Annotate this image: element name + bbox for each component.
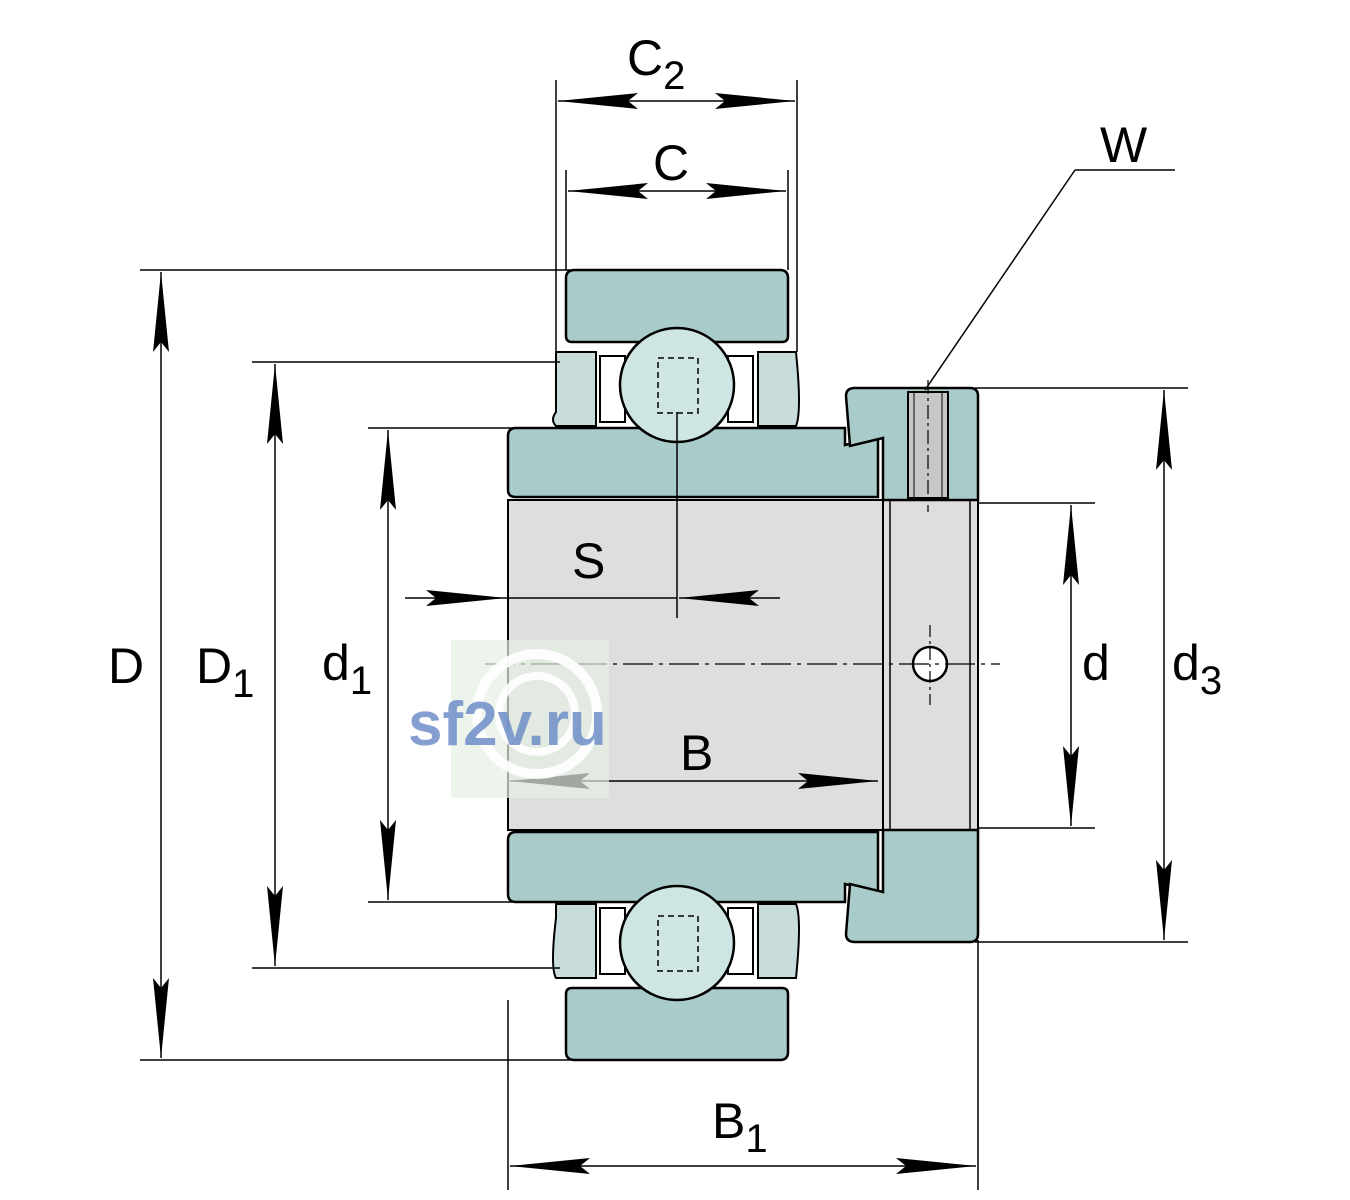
label-d3: d3 (1172, 635, 1222, 703)
inner-ring-bottom (506, 830, 880, 904)
label-d1-big: D1 (196, 638, 254, 706)
label-c2: C2 (627, 30, 685, 98)
label-w: W (1100, 117, 1148, 173)
label-d1-small: d1 (322, 635, 372, 703)
ball-bottom (618, 884, 736, 1002)
label-b: B (680, 725, 713, 781)
label-d-outer: D (108, 638, 144, 694)
watermark: sf2v.ru (408, 640, 609, 798)
seals-top (552, 351, 800, 427)
outer-ring-bottom (564, 986, 790, 1062)
seals-bottom (552, 903, 800, 979)
label-d: d (1082, 635, 1110, 691)
outer-ring-top (564, 268, 790, 344)
collar-bottom (844, 828, 980, 944)
inner-ring-top (506, 426, 880, 499)
watermark-text: sf2v.ru (408, 690, 607, 759)
label-b1: B1 (712, 1093, 768, 1161)
label-s: S (572, 533, 605, 589)
label-c: C (653, 135, 689, 191)
